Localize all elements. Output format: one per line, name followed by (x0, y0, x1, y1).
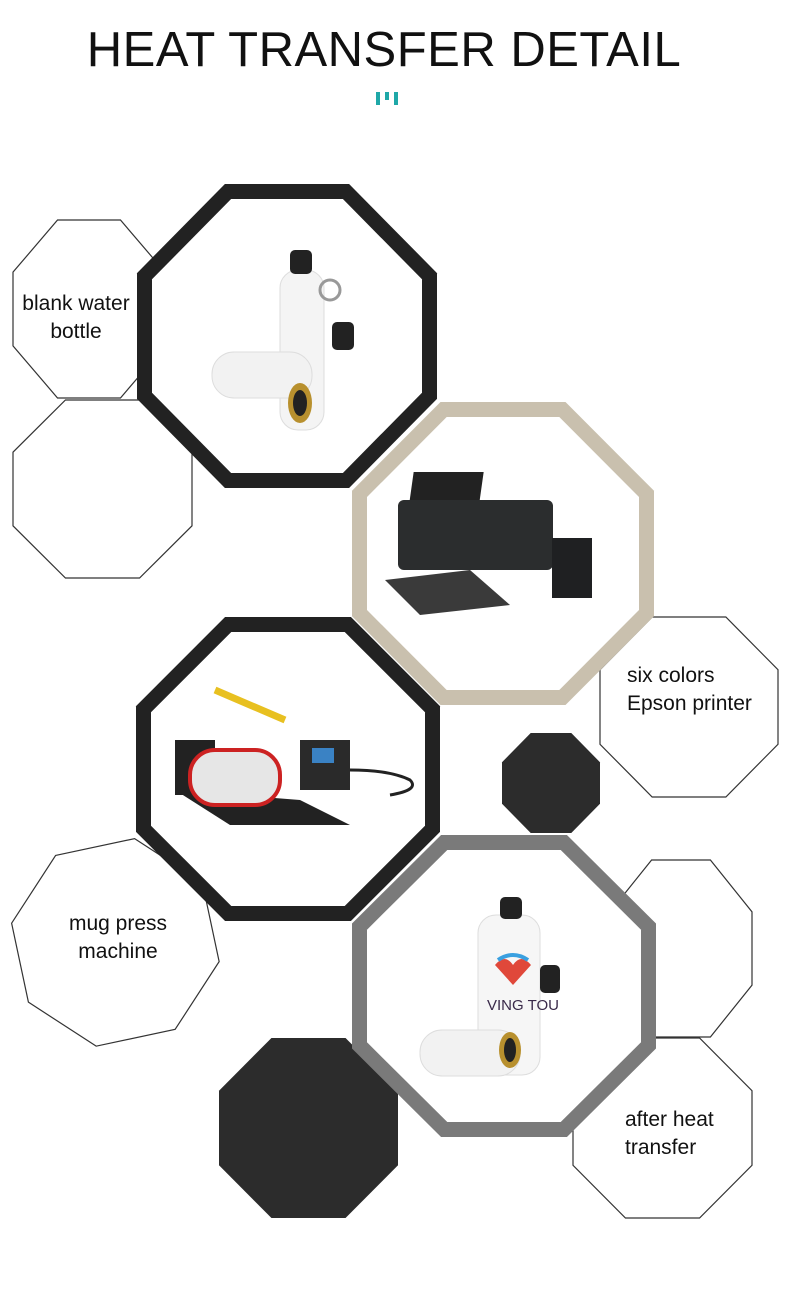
label-line: bottle (50, 320, 102, 343)
label-epson-printer: six colors Epson printer (627, 662, 752, 718)
mug-press-machine-image (175, 686, 414, 825)
outline-octagon (10, 838, 220, 1047)
printed-logo-text: VING TOU (487, 997, 559, 1014)
label-line: Epson printer (627, 692, 752, 715)
filled-octagon (502, 733, 600, 833)
frame-inner (151, 632, 425, 906)
filled-octagon (219, 1038, 398, 1218)
outline-octagon (12, 219, 166, 399)
blank-water-bottle-image (211, 250, 354, 431)
outline-octagon (599, 616, 779, 798)
label-line: transfer (625, 1136, 697, 1159)
label-mug-press: mug press machine (58, 910, 178, 966)
printed-water-bottle-image: VING TOU (419, 897, 560, 1077)
label-line: six colors (627, 664, 715, 687)
label-line: blank water (22, 292, 130, 315)
label-line: after heat (625, 1108, 714, 1131)
epson-printer-image (385, 472, 592, 615)
label-line: machine (78, 940, 158, 963)
page-title: HEAT TRANSFER DETAIL (86, 23, 682, 77)
title-accent-icon (376, 90, 398, 106)
label-line: mug press (68, 912, 168, 935)
label-blank-water-bottle: blank water bottle (20, 290, 132, 346)
label-after-heat-transfer: after heat transfer (625, 1106, 714, 1162)
